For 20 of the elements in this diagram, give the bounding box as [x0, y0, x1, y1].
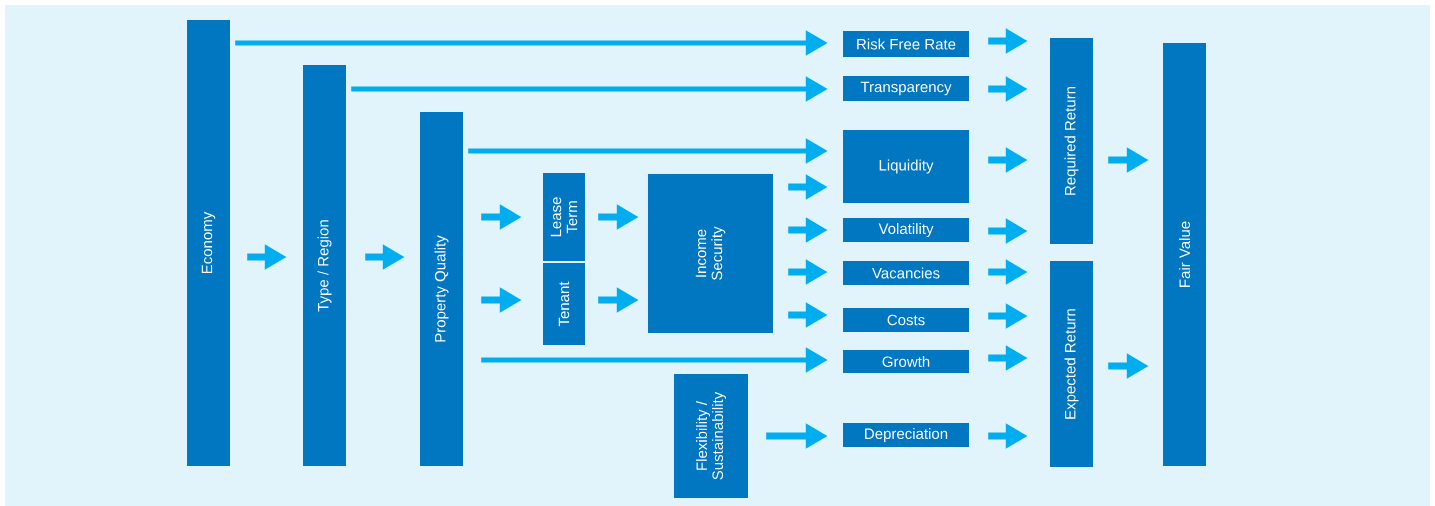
- process-box: Property Quality: [420, 112, 463, 466]
- process-box: Growth: [843, 350, 969, 373]
- process-box: Transparency: [843, 76, 969, 101]
- process-box: Costs: [843, 308, 969, 332]
- process-box: Income Security: [648, 174, 773, 333]
- process-box: Liquidity: [843, 130, 969, 203]
- process-box: Fair Value: [1163, 43, 1206, 466]
- process-box: Depreciation: [843, 423, 969, 447]
- process-box: Required Return: [1050, 38, 1093, 244]
- process-box: Lease Term: [543, 173, 585, 261]
- process-box: Flexibility / Sustainability: [674, 374, 748, 498]
- process-box: Volatility: [843, 218, 969, 242]
- node-label: Tenant: [558, 281, 570, 327]
- process-box: Vacancies: [843, 261, 969, 285]
- process-box: Economy: [187, 20, 230, 466]
- process-box: Risk Free Rate: [843, 31, 969, 57]
- process-box: Expected Return: [1050, 261, 1093, 467]
- process-box: Tenant: [543, 263, 585, 345]
- node-label: Lease Term: [550, 197, 578, 237]
- process-box: Type / Region: [303, 65, 346, 466]
